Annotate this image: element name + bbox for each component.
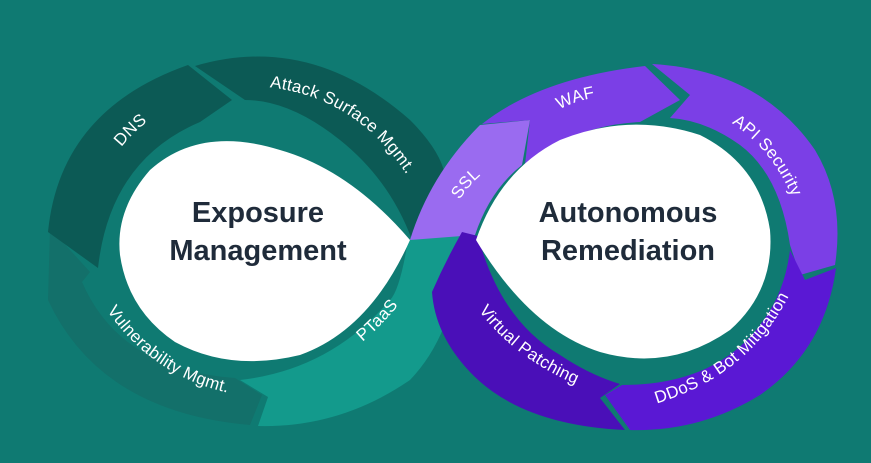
remediation-title-line2: Remediation [541, 235, 715, 267]
remediation-center [476, 124, 771, 359]
exposure-title-line2: Management [169, 235, 347, 267]
segment-virtual-patching [432, 232, 625, 430]
exposure-title-line1: Exposure [192, 197, 324, 229]
segment-api-security [652, 64, 838, 275]
segment-vulnerability [48, 228, 262, 425]
segment-attack-surface [195, 56, 445, 240]
segment-ddos [605, 250, 836, 431]
segment-ssl [410, 120, 530, 240]
segment-ptaas [240, 235, 462, 427]
segment-waf [482, 66, 680, 165]
remediation-title-line1: Autonomous [539, 197, 718, 229]
remediation-loop [410, 64, 838, 431]
exposure-center [119, 141, 410, 362]
exposure-loop [48, 56, 462, 427]
segment-dns [48, 65, 232, 268]
